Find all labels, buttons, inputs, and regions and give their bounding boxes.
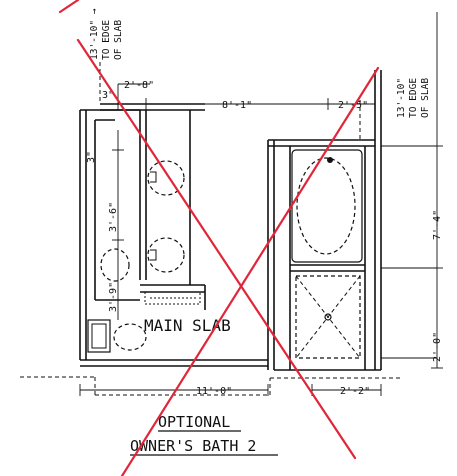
dim-2-5: 2'-5" [338,100,368,111]
dim-2-2: 2'-2" [340,386,370,397]
lav-fixture [100,248,130,282]
room-label: MAIN SLAB [144,316,231,335]
slab-edge-note-right: 13'-10" TO EDGE OF SLAB [396,78,431,118]
dim-11-0: 11'-0" [196,386,232,397]
svg-text:OF SLAB: OF SLAB [420,78,431,118]
dimension-lines [79,12,443,396]
svg-text:13'-10": 13'-10" [396,78,407,118]
dim-7-4: 7'-4" [432,210,443,240]
toilet [87,319,147,353]
cabinet-marks [144,291,201,305]
dimension-labels: 3" 2'-8" 8'-1" 2'-5" 3" 3'-6" 3'-9" 7'-4… [86,80,443,397]
slab-edge-note-left: 13'-10" → TO EDGE OF SLAB [89,8,124,60]
dim-2-8: 2'-8" [124,80,154,91]
wall-outline [79,70,382,371]
cancel-x-mark [58,0,380,476]
dim-2-0: 2'-0" [432,332,443,362]
dim-3-9: 3'-9" [108,282,119,312]
svg-text:OWNER'S BATH 2: OWNER'S BATH 2 [130,437,256,455]
svg-text:13'-10" →: 13'-10" → [89,8,100,60]
svg-text:OF SLAB: OF SLAB [113,20,124,60]
dim-3-6: 3'-6" [108,202,119,232]
dim-8-1: 8'-1" [222,100,252,111]
vanity-sinks [147,160,185,273]
svg-text:TO EDGE: TO EDGE [101,20,112,60]
plan-title: OPTIONAL OWNER'S BATH 2 [130,413,278,456]
dim-3in: 3" [102,90,114,101]
bathtub [291,149,363,263]
shower [295,275,361,359]
dim-3in-b: 3" [86,151,97,163]
svg-text:TO EDGE: TO EDGE [408,78,419,118]
slab-dashed-lines [20,62,400,396]
svg-text:OPTIONAL: OPTIONAL [158,413,230,431]
